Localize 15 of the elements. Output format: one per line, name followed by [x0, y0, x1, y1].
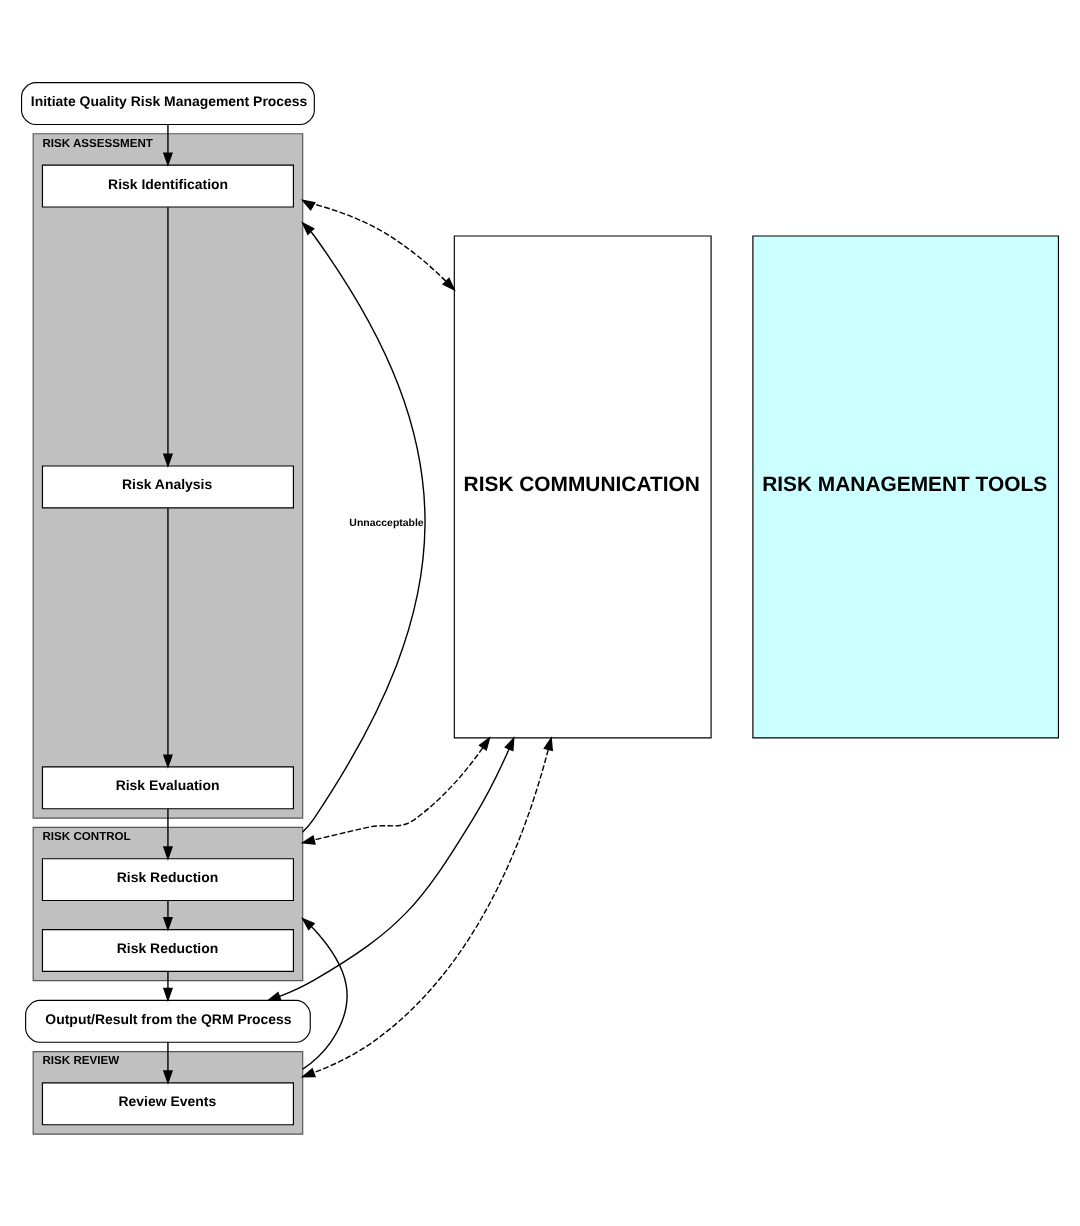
arrow [266, 736, 515, 1002]
arrow [162, 507, 173, 769]
arrow [162, 123, 173, 167]
arrow [162, 1041, 173, 1085]
arrow [162, 899, 173, 932]
arrow [300, 736, 491, 845]
arrow [162, 808, 173, 861]
arrow [162, 206, 173, 468]
node-box: RISK COMMUNICATION [453, 235, 712, 739]
arrow [162, 970, 173, 1003]
node-box: RISK MANAGEMENT TOOLS [752, 235, 1059, 739]
arrow [301, 221, 426, 833]
arrow [300, 199, 456, 292]
arrow [301, 917, 348, 1070]
arrow [300, 736, 554, 1078]
